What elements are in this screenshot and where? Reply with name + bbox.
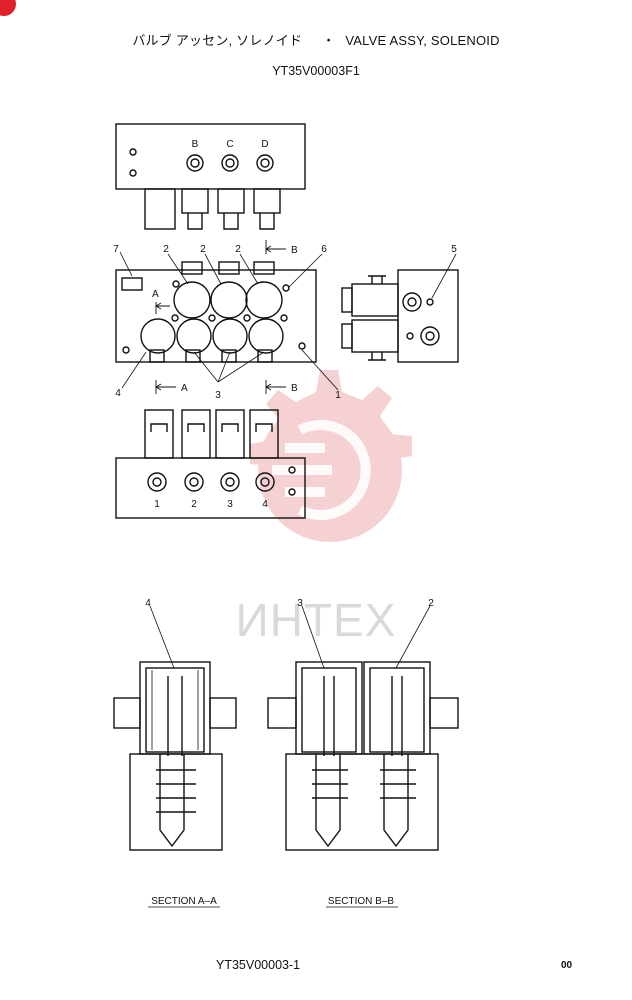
watermark-text: ИНТЕХ — [236, 594, 397, 646]
callout-7: 7 — [113, 244, 119, 255]
callout-5: 5 — [451, 244, 457, 255]
port-label-2: 2 — [191, 499, 197, 510]
callout-2b: 2 — [200, 244, 206, 255]
port-label-c: C — [226, 139, 233, 150]
section-b-b-view: 3 2 SECTION B–B — [267, 598, 459, 908]
callout-6: 6 — [321, 244, 327, 255]
watermark-gear-inner — [272, 420, 371, 520]
footer-document-code: YT35V00003-1 — [216, 958, 301, 972]
port-label-d: D — [261, 139, 268, 150]
callout-3: 3 — [215, 390, 221, 401]
bottom-view: 1 2 3 4 — [115, 409, 306, 519]
section-a-callout-4: 4 — [145, 598, 151, 609]
section-marker-a-bottom: A — [181, 383, 188, 394]
port-label-4: 4 — [262, 499, 268, 510]
section-b-callout-2: 2 — [428, 598, 434, 609]
section-marker-a-top: A — [152, 289, 159, 300]
title-japanese: バルブ アッセン, ソレノイド — [132, 33, 303, 48]
callout-2c: 2 — [235, 244, 241, 255]
corner-logo-mark — [0, 0, 16, 16]
top-view: B C D — [115, 123, 306, 230]
section-marker-b-top: B — [291, 245, 298, 256]
callout-1: 1 — [335, 390, 341, 401]
port-label-b: B — [192, 139, 199, 150]
side-view: 5 — [341, 244, 459, 363]
page-title: バルブ アッセン, ソレノイド ・ VALVE ASSY, SOLENOID — [0, 30, 632, 49]
main-view: 7 2 2 2 6 4 3 1 B B A A — [113, 240, 341, 401]
section-b-callout-3: 3 — [297, 598, 303, 609]
section-marker-b-bottom: B — [291, 383, 298, 394]
callout-4: 4 — [115, 388, 121, 399]
section-b-b-label: SECTION B–B — [328, 896, 394, 907]
title-separator: ・ — [322, 33, 336, 48]
document-code: YT35V00003F1 — [272, 64, 360, 78]
page-number: 00 — [561, 960, 573, 971]
port-label-1: 1 — [154, 499, 160, 510]
section-a-a-view: 4 SECTION A–A — [113, 598, 237, 908]
section-a-a-label: SECTION A–A — [151, 896, 217, 907]
title-english: VALVE ASSY, SOLENOID — [345, 33, 500, 48]
port-label-3: 3 — [227, 499, 233, 510]
callout-2a: 2 — [163, 244, 169, 255]
